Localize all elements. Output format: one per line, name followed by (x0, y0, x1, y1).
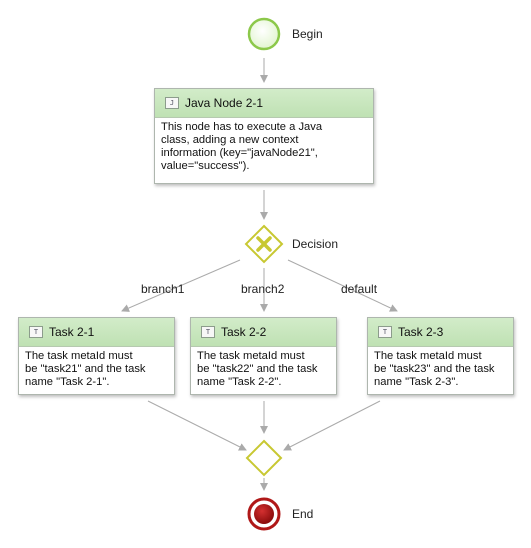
decision-gateway[interactable] (244, 224, 284, 264)
branch-label-1: branch1 (141, 282, 185, 296)
task-node-3-description: The task metaId must be "task23" and the… (374, 350, 495, 388)
end-label: End (292, 507, 314, 521)
branch-label-2: branch2 (241, 282, 285, 296)
task-icon: T (378, 326, 392, 338)
task-node-1-header: T Task 2-1 (19, 318, 174, 347)
end-event[interactable] (247, 497, 281, 531)
task-node-2[interactable]: T Task 2-2 The task metaId must be "task… (190, 317, 337, 395)
join-gateway[interactable] (245, 439, 283, 477)
task-node-2-title: Task 2-2 (221, 325, 267, 339)
branch-label-3: default (341, 282, 378, 296)
edge-task3-to-join (283, 400, 381, 451)
begin-event[interactable] (247, 17, 281, 51)
task-node-3-header: T Task 2-3 (368, 318, 513, 347)
begin-label: Begin (292, 27, 323, 41)
java-node-title: Java Node 2-1 (185, 96, 264, 110)
edge-task1-to-join (147, 400, 247, 451)
task-icon: T (201, 326, 215, 338)
java-node-description: This node has to execute a Java class, a… (161, 121, 323, 172)
task-node-2-header: T Task 2-2 (191, 318, 336, 347)
edge-decision-to-task3 (287, 259, 398, 312)
task-node-3-title: Task 2-3 (398, 325, 444, 339)
task-node-1[interactable]: T Task 2-1 The task metaId must be "task… (18, 317, 175, 395)
exclusive-x-icon (256, 236, 272, 252)
java-node[interactable]: J Java Node 2-1 This node has to execute… (154, 88, 374, 184)
task-icon: T (29, 326, 43, 338)
task-node-3[interactable]: T Task 2-3 The task metaId must be "task… (367, 317, 514, 395)
edge-decision-to-task1 (121, 259, 241, 312)
java-node-icon: J (165, 97, 179, 109)
task-node-1-description: The task metaId must be "task21" and the… (25, 350, 146, 388)
task-node-1-title: Task 2-1 (49, 325, 95, 339)
decision-label: Decision (292, 237, 339, 251)
java-node-header: J Java Node 2-1 (155, 89, 373, 118)
task-node-2-description: The task metaId must be "task22" and the… (197, 350, 318, 388)
